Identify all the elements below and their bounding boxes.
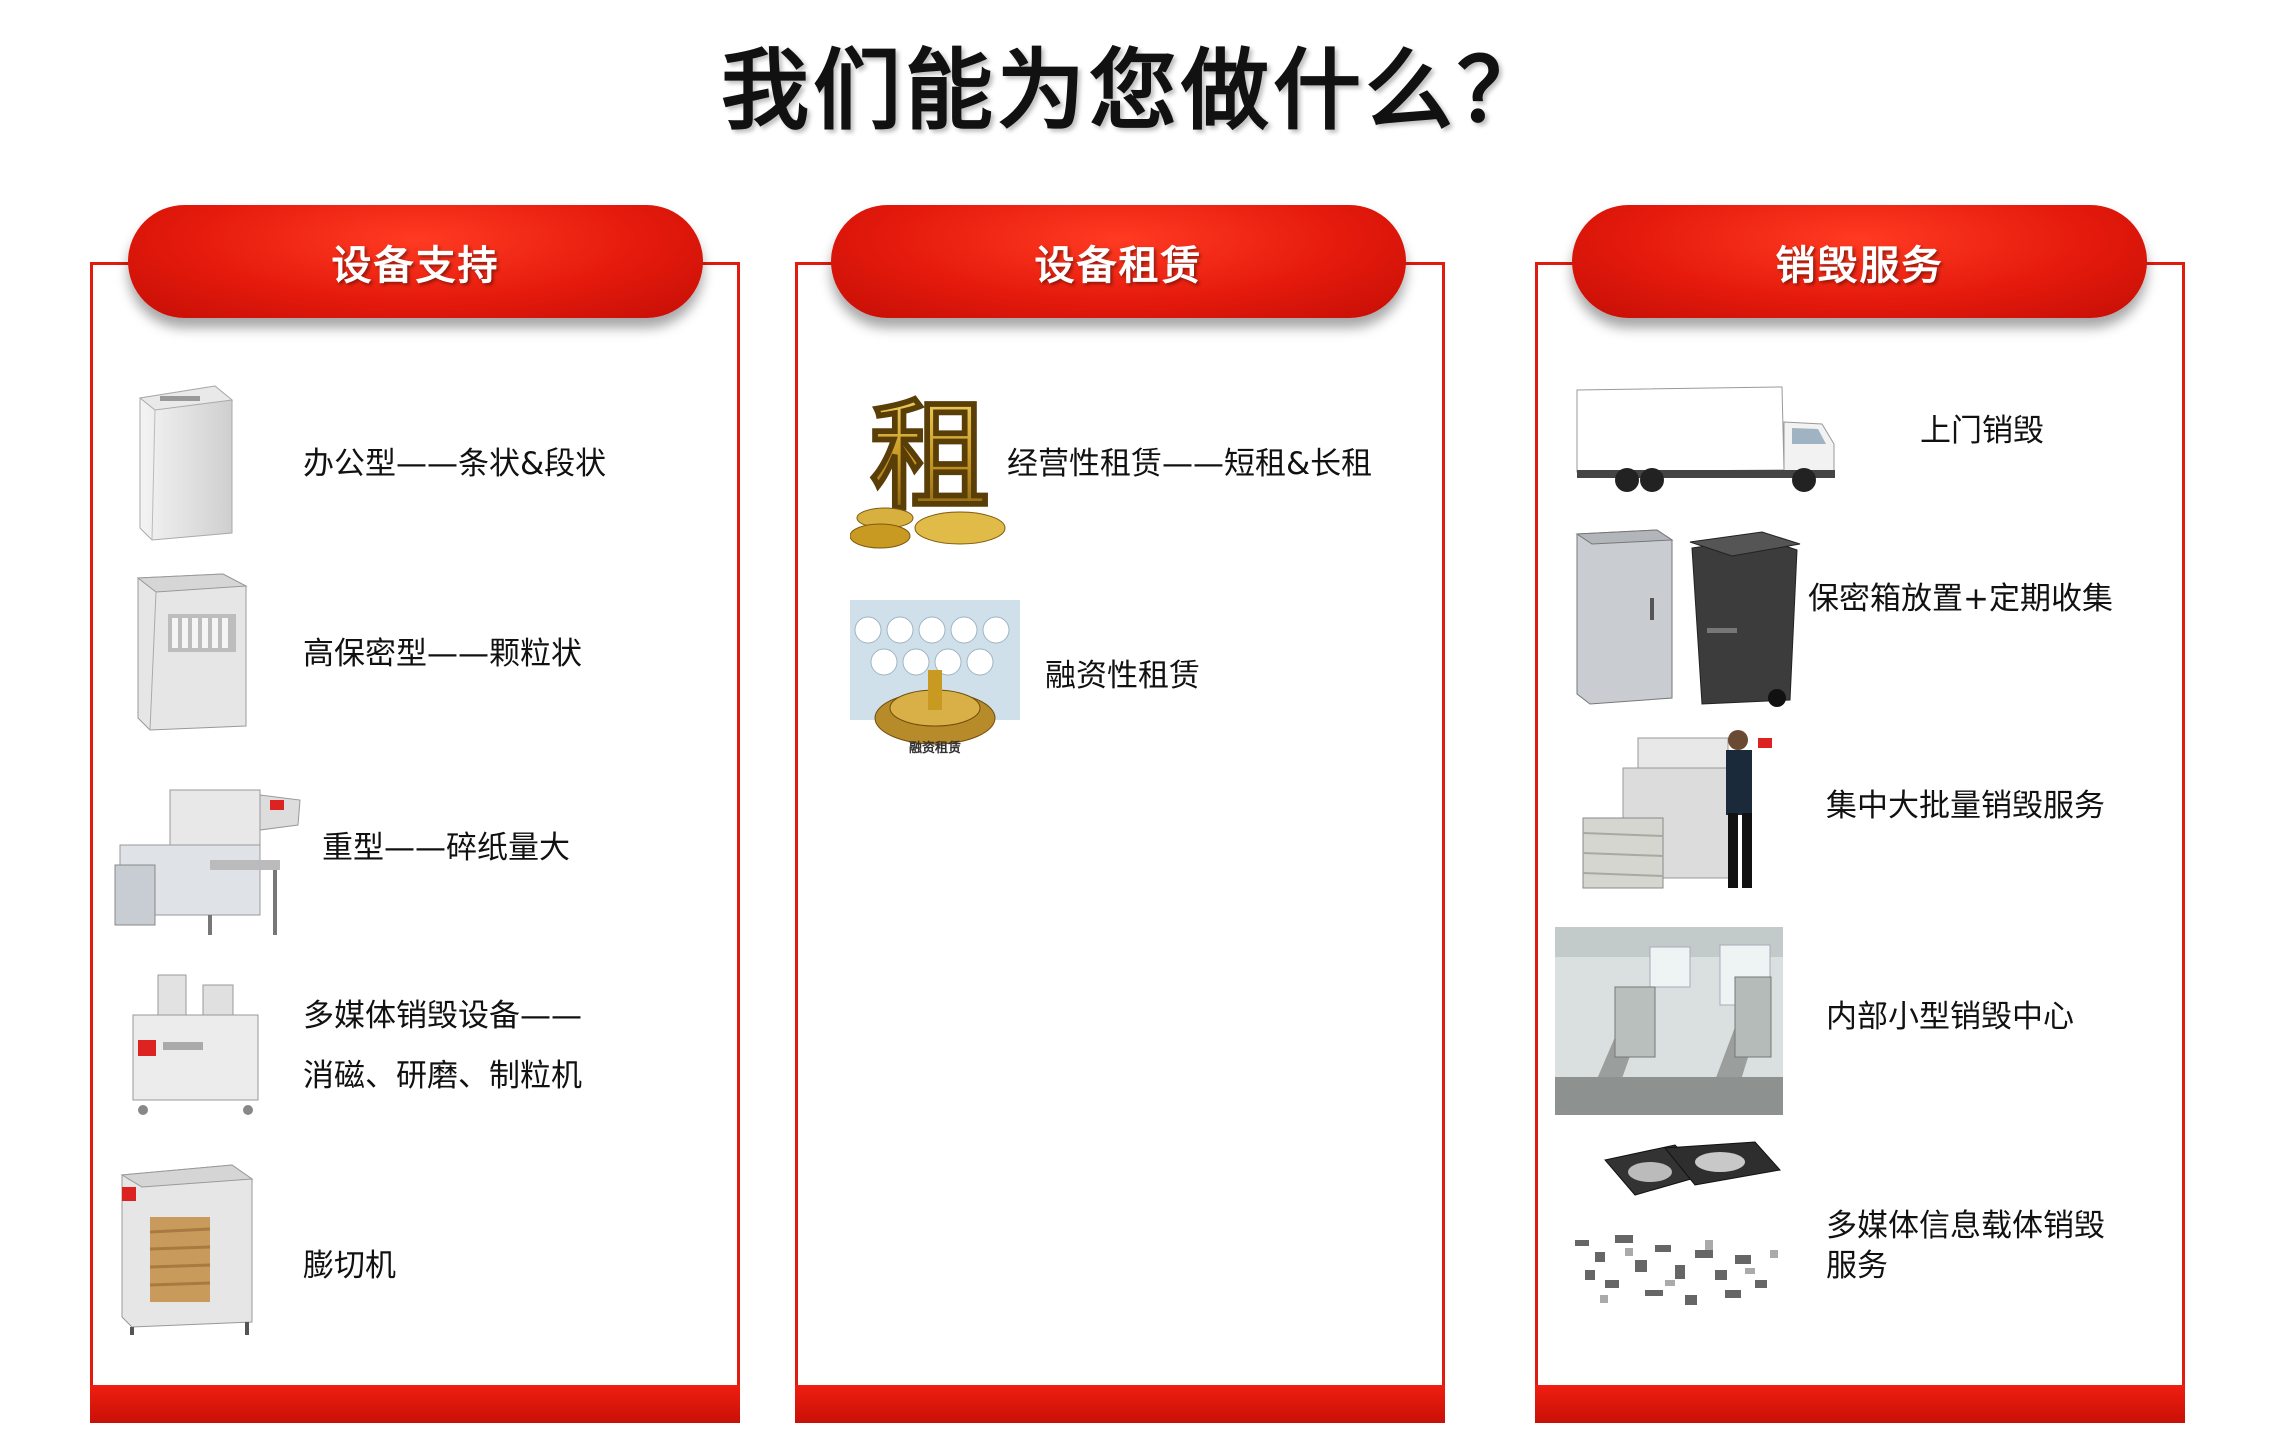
item-label: 办公型——条状&段状 xyxy=(303,446,607,482)
item-label: 重型——碎纸量大 xyxy=(322,830,570,866)
header-equipment-support[interactable]: 设备支持 xyxy=(128,205,703,318)
item-label: 膨切机 xyxy=(303,1248,396,1284)
finance-lease-icon: 融资租赁 xyxy=(850,600,1020,758)
item-label: 经营性租赁——短租&长租 xyxy=(1007,446,1373,482)
item-label: 融资性租赁 xyxy=(1045,658,1200,694)
item-label: 多媒体销毁设备—— xyxy=(303,998,582,1034)
item-label-line2: 消磁、研磨、制粒机 xyxy=(303,1058,582,1094)
panel-equipment-support xyxy=(90,262,740,1423)
panel-footer xyxy=(90,1385,740,1423)
cardboard-perforator-icon xyxy=(112,1157,262,1337)
item-label: 内部小型销毁中心 xyxy=(1826,999,2074,1035)
header-destruction-service[interactable]: 销毁服务 xyxy=(1572,205,2147,318)
panel-destruction-service xyxy=(1535,262,2185,1423)
item-label: 保密箱放置+定期收集 xyxy=(1808,581,2113,617)
destruction-center-photo-icon xyxy=(1555,927,1783,1115)
item-label-line2: 服务 xyxy=(1826,1248,1888,1284)
finance-lease-caption: 融资租赁 xyxy=(909,740,961,756)
item-label: 高保密型——颗粒状 xyxy=(303,636,582,672)
item-label: 多媒体信息载体销毁 xyxy=(1826,1208,2105,1244)
office-shredder-icon xyxy=(120,378,240,543)
hard-drive-scrap-icon xyxy=(1555,1140,1800,1328)
high-security-shredder-icon xyxy=(128,568,250,733)
panel-footer xyxy=(1535,1385,2185,1423)
rent-gold-icon: 租 xyxy=(850,388,1010,556)
item-label: 集中大批量销毁服务 xyxy=(1826,788,2105,824)
media-destruction-machine-icon xyxy=(128,970,268,1120)
page-title: 我们能为您做什么？ xyxy=(720,39,1549,142)
baler-worker-icon xyxy=(1578,728,1778,900)
heavy-duty-shredder-icon xyxy=(110,785,305,940)
header-equipment-leasing[interactable]: 设备租赁 xyxy=(831,205,1406,318)
truck-icon xyxy=(1572,382,1842,494)
rent-glyph: 租 xyxy=(870,388,990,527)
item-label: 上门销毁 xyxy=(1920,413,2044,449)
panel-footer xyxy=(795,1385,1445,1423)
secure-bin-icon xyxy=(1572,528,1812,708)
